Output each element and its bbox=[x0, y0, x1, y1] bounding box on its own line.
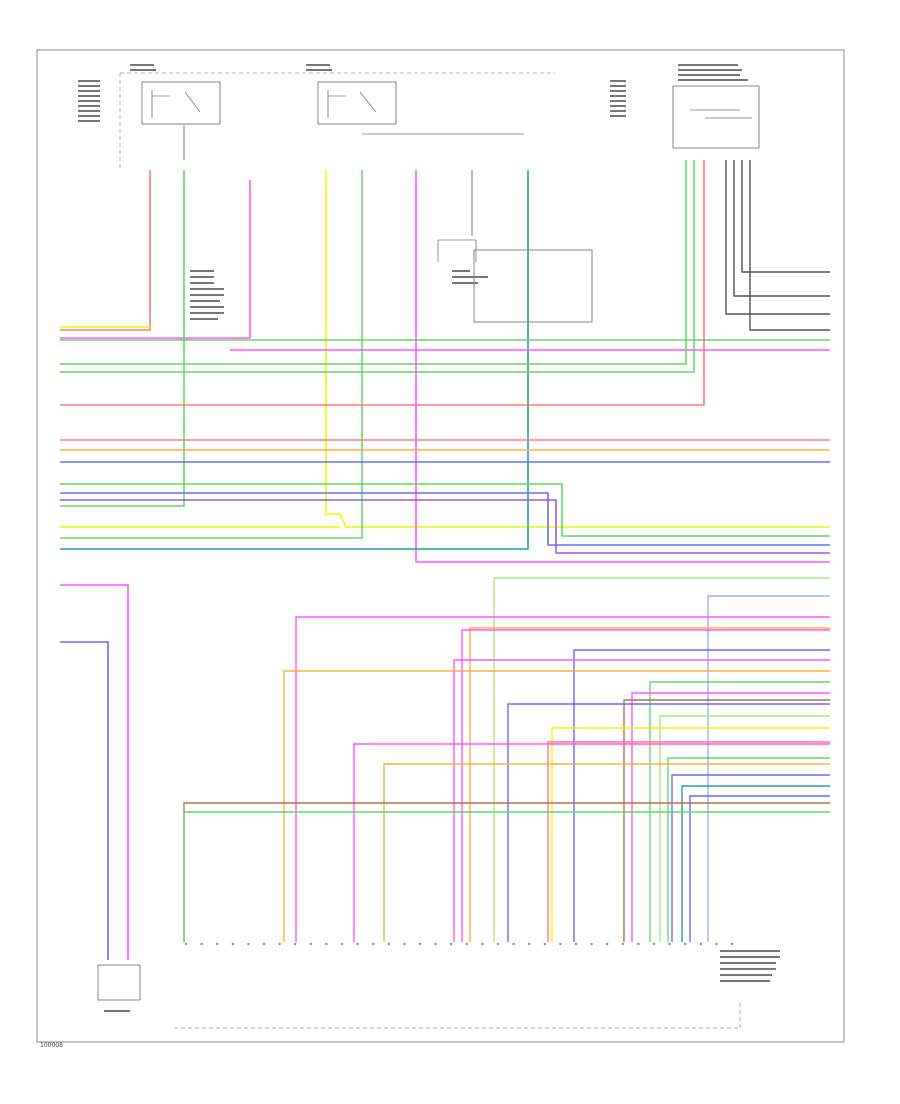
connector-pin bbox=[637, 942, 640, 946]
wire-6 bbox=[325, 170, 830, 528]
connector-pin bbox=[652, 942, 656, 946]
control-module bbox=[672, 85, 760, 149]
connector-pin bbox=[231, 942, 234, 946]
connector-pin bbox=[590, 942, 593, 946]
wire-45 bbox=[667, 757, 830, 942]
wire-51 bbox=[183, 811, 830, 942]
wire-8 bbox=[415, 170, 830, 563]
wire-46 bbox=[383, 763, 830, 942]
wire-43 bbox=[547, 741, 830, 942]
wire-47 bbox=[671, 774, 830, 942]
wire-1 bbox=[60, 170, 151, 331]
wire-42 bbox=[551, 727, 830, 942]
connector-pin bbox=[418, 942, 422, 946]
wire-20 bbox=[60, 492, 830, 546]
connector-pin bbox=[294, 942, 297, 946]
wire-13 bbox=[60, 160, 687, 365]
component-label-scribbles bbox=[78, 64, 780, 1012]
wire-26 bbox=[749, 160, 830, 331]
wire-25 bbox=[725, 160, 830, 315]
connector-pin bbox=[372, 942, 375, 946]
wire-44 bbox=[353, 743, 830, 942]
connector-pin bbox=[262, 942, 266, 946]
connector-pin bbox=[715, 942, 718, 946]
wire-30 bbox=[707, 595, 830, 942]
wire-34 bbox=[573, 649, 830, 942]
wire-28 bbox=[60, 641, 109, 960]
connector-pin bbox=[309, 942, 312, 946]
connector-pin bbox=[512, 942, 515, 946]
connector-pin bbox=[434, 942, 437, 946]
connector-pin bbox=[247, 942, 250, 946]
connector-pin bbox=[699, 942, 702, 946]
wire-40 bbox=[507, 703, 830, 942]
connector-pin bbox=[325, 942, 328, 946]
connector-pin bbox=[200, 942, 203, 946]
wire-group bbox=[60, 125, 830, 960]
wire-39 bbox=[623, 699, 830, 942]
connector-pin bbox=[450, 942, 453, 946]
connector-pin bbox=[356, 942, 359, 946]
wire-50 bbox=[183, 802, 830, 942]
connector-pin bbox=[574, 942, 578, 946]
wire-4 bbox=[60, 170, 185, 507]
connector-pin bbox=[465, 942, 468, 946]
sensor-module bbox=[97, 964, 141, 1001]
wire-15 bbox=[60, 160, 705, 406]
wire-35 bbox=[453, 659, 830, 942]
wire-7 bbox=[60, 170, 363, 539]
wire-23 bbox=[741, 160, 830, 273]
connector-pin bbox=[668, 942, 671, 946]
wire-29 bbox=[493, 577, 830, 942]
connector-pin bbox=[606, 942, 609, 946]
connector-pin bbox=[278, 942, 281, 946]
wire-31 bbox=[295, 616, 830, 942]
connector-pin bbox=[403, 942, 406, 946]
connector-pin bbox=[528, 942, 531, 946]
wire-36 bbox=[283, 670, 830, 942]
connector-pin bbox=[340, 942, 344, 946]
connector-pin bbox=[559, 942, 562, 946]
relay-box-center bbox=[317, 81, 397, 125]
wire-49 bbox=[689, 795, 830, 942]
connector-pin bbox=[684, 942, 687, 946]
wire-41 bbox=[659, 715, 830, 942]
connector-pin bbox=[216, 942, 219, 946]
connector-pin bbox=[184, 942, 188, 946]
connector-pin bbox=[730, 942, 734, 946]
wire-21 bbox=[60, 499, 830, 554]
diagram-border bbox=[36, 49, 845, 1043]
wire-24 bbox=[733, 160, 830, 297]
connector-pin bbox=[621, 942, 624, 946]
connector-pin bbox=[496, 942, 500, 946]
connector-pin bbox=[543, 942, 546, 946]
relay-box-left bbox=[141, 81, 221, 125]
wire-10 bbox=[60, 170, 529, 550]
wire-19 bbox=[60, 483, 830, 537]
wire-48 bbox=[681, 785, 830, 942]
connector-pins bbox=[184, 942, 734, 946]
wire-27 bbox=[60, 584, 129, 960]
ground-splice bbox=[437, 239, 593, 323]
wire-37 bbox=[649, 681, 830, 942]
connector-pin bbox=[387, 942, 390, 946]
wire-2 bbox=[60, 180, 251, 339]
wire-38 bbox=[631, 692, 830, 942]
diagram-code: 100008 bbox=[40, 1042, 63, 1049]
connector-pin bbox=[481, 942, 484, 946]
wire-33 bbox=[461, 629, 830, 942]
wire-14 bbox=[60, 160, 695, 373]
wire-32 bbox=[469, 627, 830, 942]
